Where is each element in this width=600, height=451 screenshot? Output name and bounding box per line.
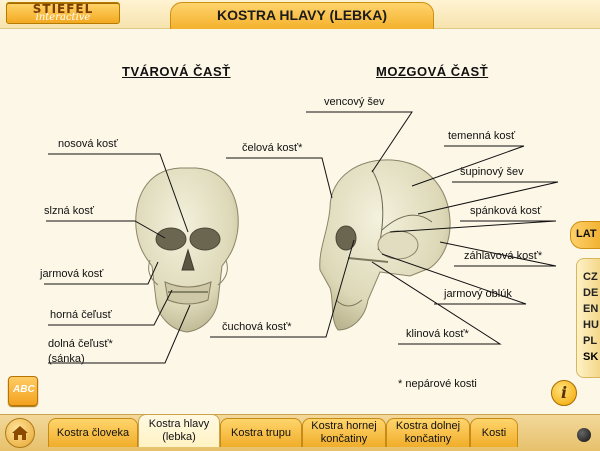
facial-leader-lines: [44, 153, 191, 364]
label-temporal-bone: spánková kosť: [470, 205, 542, 217]
language-sk[interactable]: SK: [583, 351, 599, 363]
label-mandible: dolná čeľusť* (sánka): [48, 337, 113, 367]
label-sphenoid-bone: klinová kosť*: [406, 328, 469, 340]
nav-tab-label: Kostra hlavy (lebka): [148, 418, 210, 443]
label-zygomatic-arch: jarmový oblúk: [444, 288, 512, 300]
label-occipital-bone: záhlavová kosť*: [464, 250, 543, 262]
stiefel-logo: STIEFEL interactive: [6, 2, 120, 24]
label-maxilla: horná čeľusť: [50, 309, 112, 321]
logo-top-text: STIEFEL: [32, 2, 94, 16]
nav-tab-skull[interactable]: Kostra hlavy (lebka): [138, 414, 220, 447]
label-mandible-line1: dolná čeľusť*: [48, 338, 113, 350]
page-title: KOSTRA HLAVY (LEBKA): [216, 7, 388, 23]
language-cz[interactable]: CZ: [583, 271, 598, 283]
facial-section-heading: TVÁROVÁ ČASŤ: [122, 64, 231, 79]
label-mandible-line2: (sánka): [48, 353, 85, 365]
speaker-icon[interactable]: [577, 428, 591, 442]
lat-tab[interactable]: LAT: [570, 221, 600, 249]
label-lacrimal-bone: slzná kosť: [44, 205, 94, 217]
nav-tab-label: Kostra človeka: [56, 426, 130, 439]
info-button[interactable]: i: [551, 380, 577, 406]
nav-tab-upper-limb[interactable]: Kostra hornej končatiny: [302, 418, 386, 447]
abc-button[interactable]: ABC: [8, 376, 38, 406]
label-zygomatic-bone: jarmová kosť: [40, 268, 104, 280]
page-title-tab: KOSTRA HLAVY (LEBKA): [170, 2, 434, 29]
label-squamous-suture: šupinový šev: [460, 166, 524, 178]
frontal-skull: [135, 167, 239, 333]
nav-tab-label: Kosti: [481, 426, 507, 439]
language-hu[interactable]: HU: [583, 319, 599, 331]
label-frontal-bone: čelová kosť*: [242, 142, 303, 154]
nav-tab-label: Kostra hornej končatiny: [311, 420, 377, 445]
logo-bottom-text: interactive: [35, 12, 91, 23]
language-en[interactable]: EN: [583, 303, 599, 315]
lat-tab-label: LAT: [576, 228, 597, 240]
language-selector: CZ DE EN HU PL SK: [576, 258, 600, 378]
lateral-skull: [319, 159, 451, 331]
nav-tab-lower-limb[interactable]: Kostra dolnej končatiny: [386, 418, 470, 447]
language-pl[interactable]: PL: [583, 335, 598, 347]
footnote-unpaired-bones: * nepárové kosti: [398, 378, 477, 390]
nav-tab-label: Kostra trupu: [231, 426, 291, 439]
info-icon: i: [560, 383, 568, 402]
abc-icon: ABC: [13, 384, 35, 395]
nav-tab-human-skeleton[interactable]: Kostra človeka: [48, 418, 138, 447]
label-parietal-bone: temenná kosť: [448, 130, 516, 142]
nav-tab-bones[interactable]: Kosti: [470, 418, 518, 447]
label-nasal-bone: nosová kosť: [58, 138, 118, 150]
nav-tab-trunk[interactable]: Kostra trupu: [220, 418, 302, 447]
label-coronal-suture: vencový šev: [324, 96, 385, 108]
home-button[interactable]: [5, 418, 35, 448]
language-de[interactable]: DE: [583, 287, 599, 299]
label-ethmoid-bone: čuchová kosť*: [222, 321, 292, 333]
home-icon: [12, 426, 28, 440]
header-bar: STIEFEL interactive KOSTRA HLAVY (LEBKA): [0, 0, 600, 29]
nav-tab-label: Kostra dolnej končatiny: [395, 420, 461, 445]
cranial-section-heading: MOZGOVÁ ČASŤ: [376, 64, 489, 79]
